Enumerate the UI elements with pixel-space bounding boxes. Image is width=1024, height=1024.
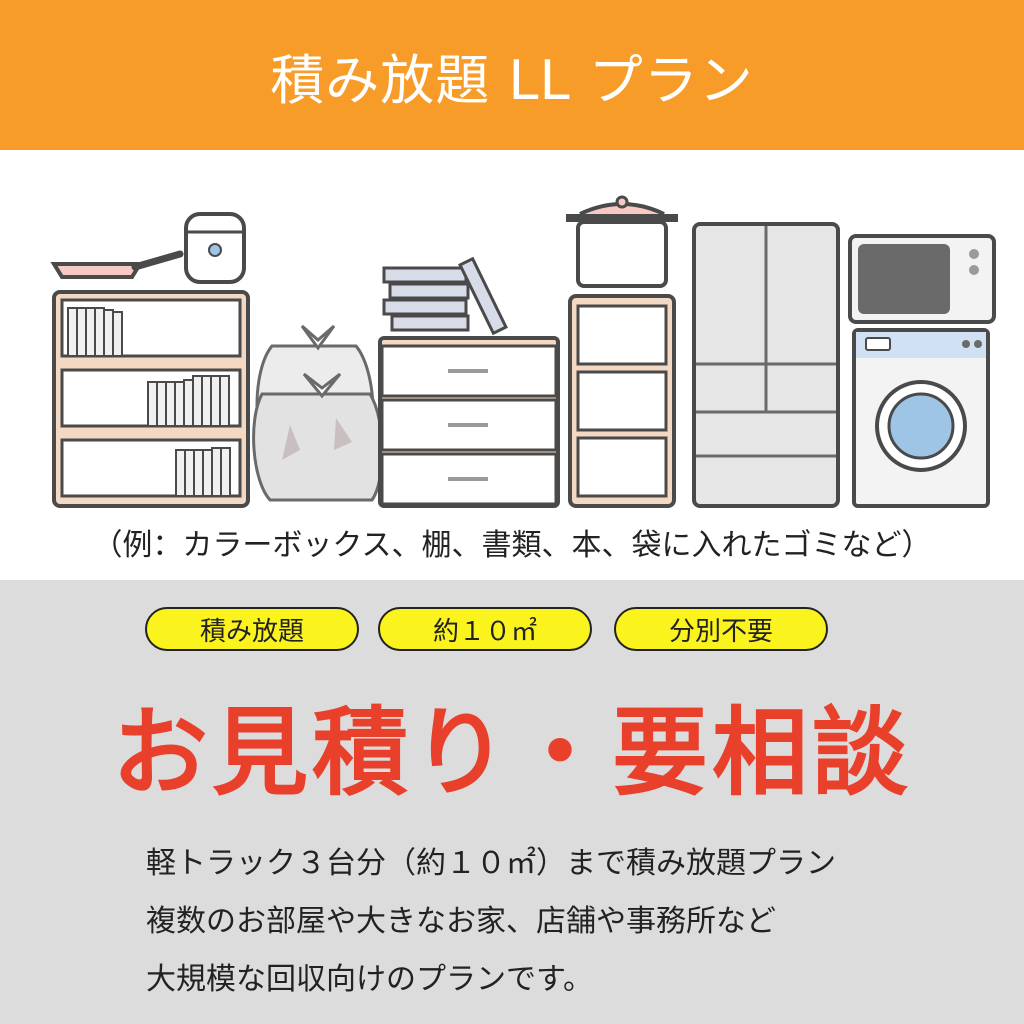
description-line: 複数のお部屋や大きなお家、店舗や事務所など xyxy=(146,904,776,939)
items-illustration xyxy=(0,150,1024,580)
plan-details-panel: 積み放題 約１０㎡ 分別不要 お見積り・要相談 軽トラック３台分（約１０㎡）まで… xyxy=(0,580,1024,1024)
chest-of-drawers-icon xyxy=(378,336,560,508)
header-banner: 積み放題 LL プラン xyxy=(0,0,1024,150)
pot-icon xyxy=(566,195,678,288)
bookshelf-icon xyxy=(52,290,250,508)
badge-no-sorting: 分別不要 xyxy=(614,607,828,651)
plan-title: 積み放題 LL プラン xyxy=(270,48,754,112)
garbage-bags-icon xyxy=(252,324,384,502)
description-line: 大規模な回収向けのプランです。 xyxy=(146,962,593,997)
description-line: 軽トラック３台分（約１０㎡）まで積み放題プラン xyxy=(146,846,836,881)
washing-machine-icon xyxy=(852,328,990,508)
refrigerator-icon xyxy=(692,222,840,508)
badge-volume: 約１０㎡ xyxy=(378,607,592,651)
rice-cooker-icon xyxy=(184,212,246,284)
price-headline: お見積り・要相談 xyxy=(112,697,912,809)
plan-description: 軽トラック３台分（約１０㎡）まで積み放題プラン 複数のお部屋や大きなお家、店舗や… xyxy=(146,835,966,1009)
badge-all-you-can-load: 積み放題 xyxy=(145,607,359,651)
microwave-icon xyxy=(848,234,996,324)
frying-pan-icon xyxy=(50,250,184,279)
books-stack-icon xyxy=(382,256,508,336)
example-caption: （例：カラーボックス、棚、書類、本、袋に入れたゴミなど） xyxy=(92,528,932,563)
shelf-icon xyxy=(568,294,676,508)
